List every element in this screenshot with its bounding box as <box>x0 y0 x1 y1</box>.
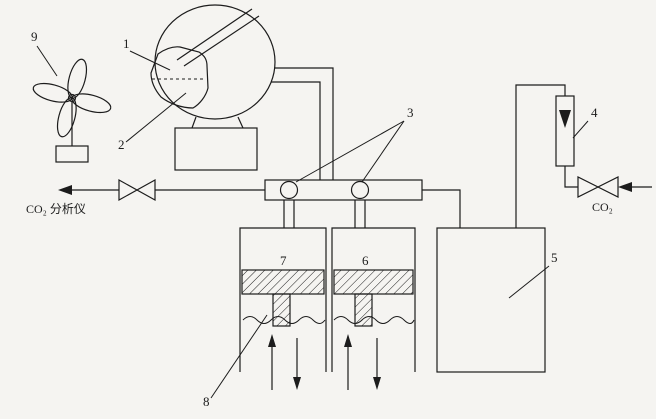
co2-analyzer-label: CO₂ 分析仪 <box>26 202 86 216</box>
co2-supply <box>515 84 652 228</box>
callout-1: 1 <box>123 36 130 51</box>
tube-lower <box>271 81 321 180</box>
leader-4 <box>572 120 589 139</box>
neck-right <box>237 116 244 129</box>
cylinder-left <box>239 227 327 372</box>
tube-upper <box>274 67 334 180</box>
flowmeter-float <box>559 110 571 128</box>
subject <box>150 4 276 171</box>
manifold-body <box>264 179 423 201</box>
leader-9 <box>36 45 58 77</box>
mask-strap-tube <box>183 15 260 67</box>
gas-tank <box>436 227 546 373</box>
arrow-down-left-head <box>293 377 301 390</box>
arrow-up-right-head <box>344 334 352 347</box>
valve-icon <box>118 178 156 202</box>
head-outline <box>154 4 276 120</box>
supply-pipe <box>564 166 578 188</box>
cylinder-right <box>331 227 416 372</box>
callout-3: 3 <box>407 105 414 120</box>
callout-9: 9 <box>31 29 38 44</box>
leader-5 <box>508 265 550 299</box>
leader-8 <box>210 314 268 399</box>
piston-right <box>333 269 414 295</box>
flow-arrow-inlet <box>618 182 632 192</box>
leader-2 <box>125 92 187 143</box>
callout-8: 8 <box>203 394 210 409</box>
leader-3b <box>361 120 405 183</box>
co2-inlet-label: CO₂ <box>592 200 613 214</box>
piston-rod-left <box>272 293 291 327</box>
torso <box>174 127 258 171</box>
fan-base <box>55 145 89 163</box>
manifold-port-right <box>350 180 370 200</box>
callout-6: 6 <box>362 253 369 268</box>
arrow-up-left-head <box>268 334 276 347</box>
analyzer-outlet <box>58 178 265 202</box>
mask-strap-tube <box>176 8 253 61</box>
manifold-port-left <box>279 180 299 200</box>
flowmeter <box>555 95 575 167</box>
fan-icon <box>32 58 112 163</box>
manifold-to-tank-pipe <box>422 189 461 228</box>
sampling-tubes <box>271 67 334 180</box>
piston-left <box>241 269 325 295</box>
supply-pipe-top <box>515 84 566 228</box>
manifold <box>264 179 423 228</box>
water-line-left <box>242 316 326 324</box>
neck-left <box>191 116 197 129</box>
leader-1 <box>129 50 171 71</box>
callout-2: 2 <box>118 137 125 152</box>
piston-rod-right <box>354 293 373 327</box>
callout-4: 4 <box>591 105 598 120</box>
fan-blade <box>71 93 112 114</box>
callout-7: 7 <box>280 253 287 268</box>
cycle-arrows <box>268 334 381 390</box>
callout-leaders <box>36 45 589 399</box>
arrow-down-right-head <box>373 377 381 390</box>
water-line-right <box>333 316 415 324</box>
flow-arrow-left <box>58 185 72 195</box>
pump-cylinders <box>239 227 416 372</box>
breathing-mask <box>150 46 209 109</box>
leader-3a <box>295 120 405 183</box>
valve-icon <box>577 176 619 198</box>
callout-5: 5 <box>551 250 558 265</box>
